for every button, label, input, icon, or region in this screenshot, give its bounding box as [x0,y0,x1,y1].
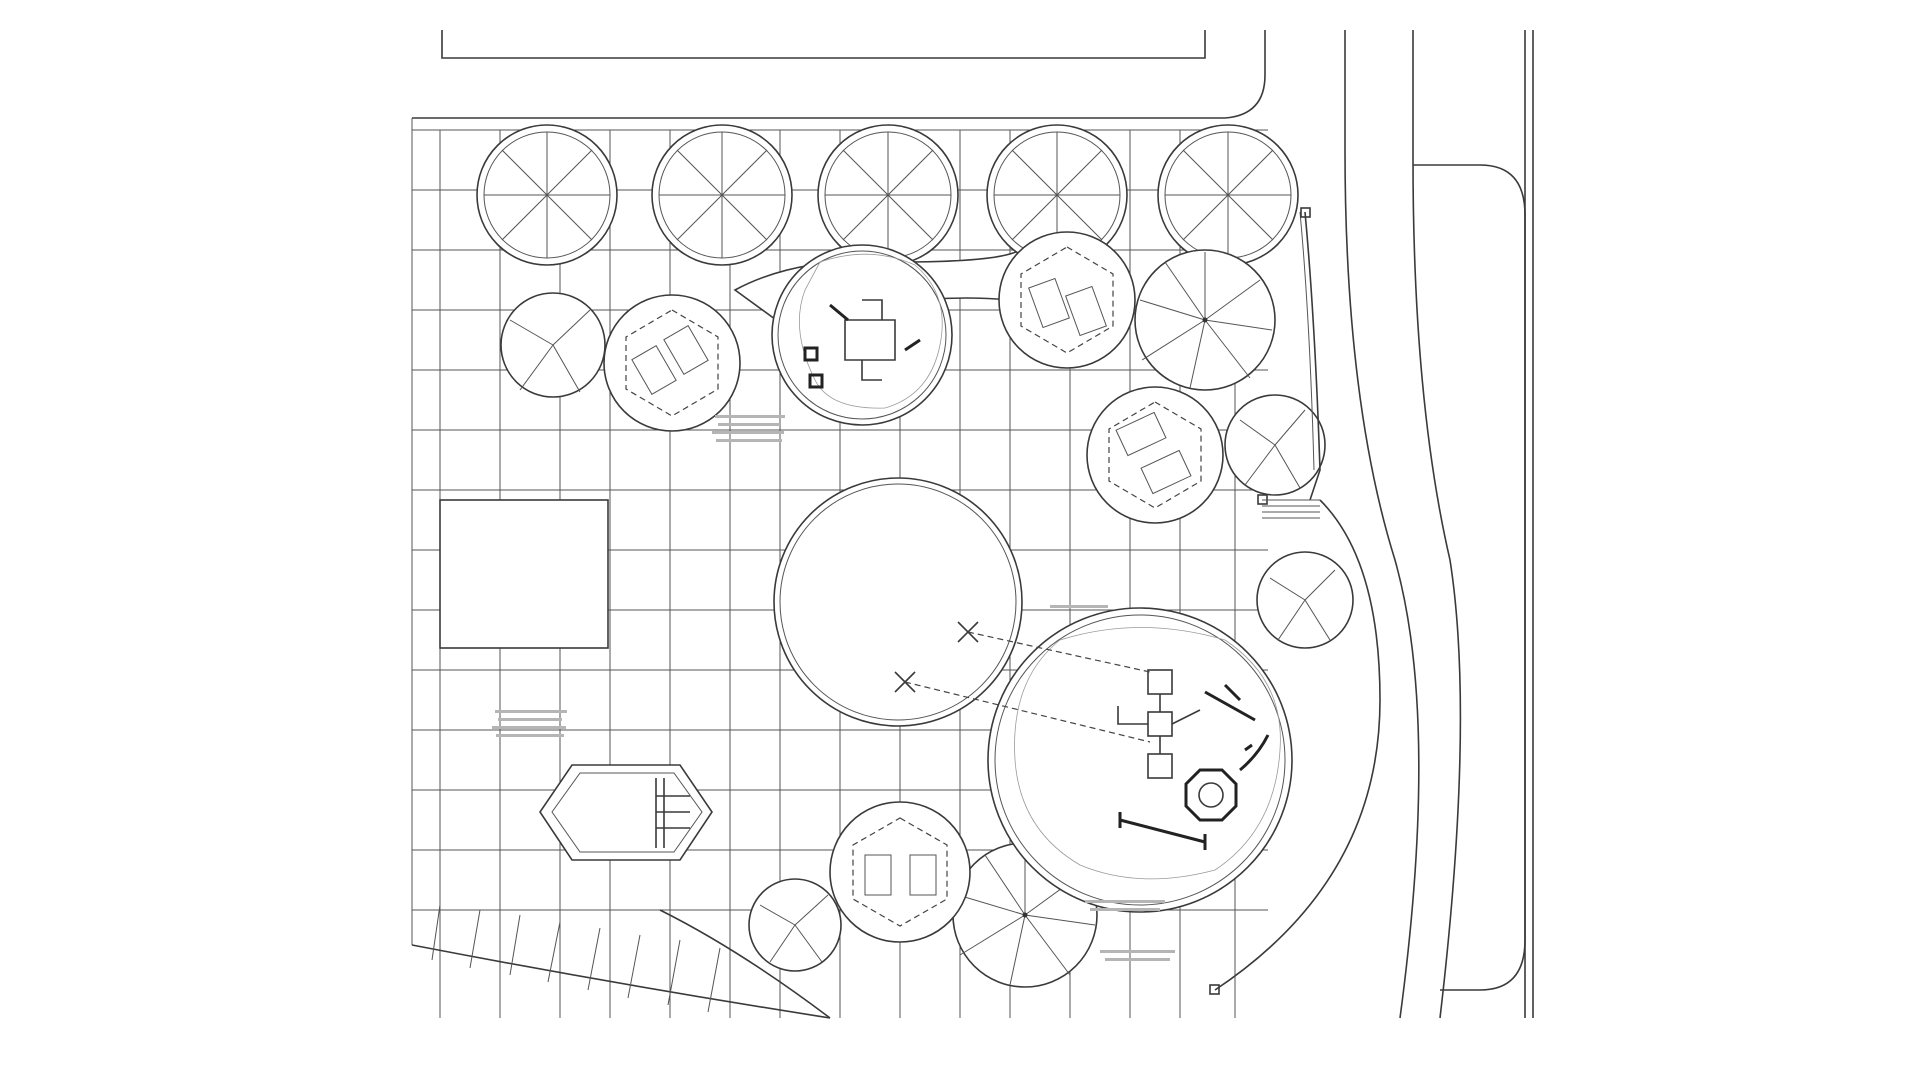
play-area-large [987,607,1293,913]
central-lawn [773,477,1023,727]
road-edge-inner [412,30,1266,119]
drainage-line [1214,211,1381,991]
picnic-table-icon [603,294,741,432]
swing-icon [1118,812,1207,850]
center-mark [894,621,1151,743]
tree-canopy-icon [476,124,618,266]
inlet-marker [1209,984,1220,995]
property-line [1524,30,1534,1018]
curved-paving-inner [431,904,721,1013]
road-edge-outer-2 [1412,30,1462,1019]
inlet-marker [1300,207,1311,218]
tree-deciduous-icon [1224,394,1326,496]
play-chain [1239,734,1270,772]
tree-deciduous-icon [1256,551,1354,649]
footbridge [1262,499,1320,519]
parking-edge [441,30,1206,59]
annotation-notes [492,415,1175,961]
fitness-bars-icon [539,764,713,861]
shade-umbrella-icon [1134,249,1276,391]
drainage-line-inner [1299,211,1315,471]
sidewalk-bottom [659,909,831,1019]
tree-canopy-icon [1157,124,1299,266]
concrete-pad [439,499,609,649]
play-structure-icon [803,299,921,389]
sidewalk-right [1413,164,1526,991]
play-structure-icon [1117,669,1256,779]
tree-canopy-icon [817,124,959,266]
tree-canopy-icon [986,124,1128,266]
curved-paving [411,944,831,1019]
play-area-small [771,244,953,426]
tree-canopy-icon [651,124,793,266]
picnic-table-icon [998,231,1136,369]
picnic-table-icon [1086,386,1224,524]
picnic-table-icon [829,801,971,943]
gazebo-icon [1184,768,1238,822]
tree-deciduous-icon [748,878,842,972]
tree-deciduous-icon [500,292,606,398]
road-edge-outer [1344,30,1420,1019]
